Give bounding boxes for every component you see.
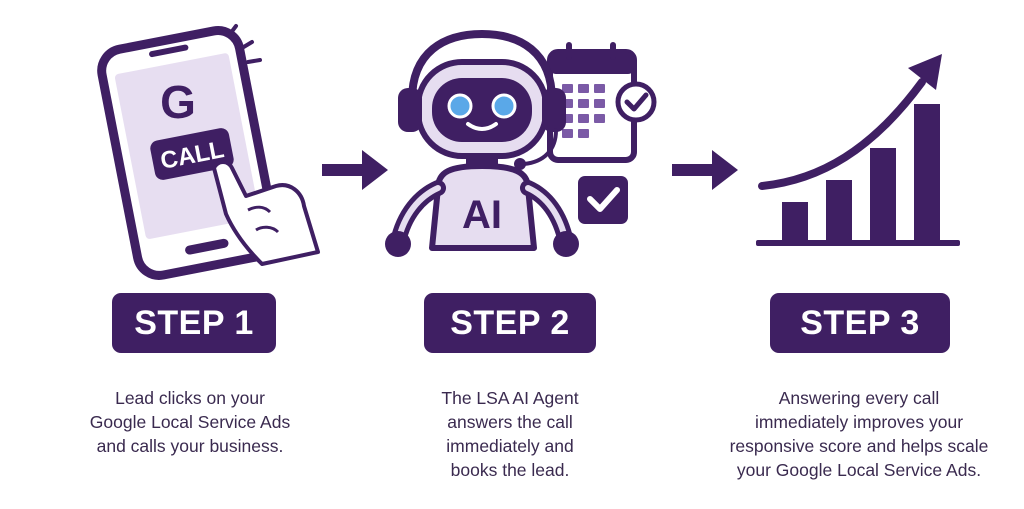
- description-line: Google Local Service Ads: [89, 412, 291, 432]
- step-1-description: Lead clicks on your Google Local Service…: [70, 386, 310, 458]
- call-signal-lines: [228, 24, 262, 64]
- trend-arrow-icon: [758, 54, 942, 190]
- description-line: your Google Local Service Ads.: [736, 460, 982, 480]
- description-line: Lead clicks on your: [115, 388, 265, 408]
- hand-icon: [212, 160, 320, 266]
- description-line: answers the call: [447, 412, 573, 432]
- checkbox-icon: [578, 176, 628, 224]
- description-line: responsive score and helps scale: [729, 436, 989, 456]
- step-2-description: The LSA AI Agent answers the call immedi…: [400, 386, 620, 482]
- description-line: immediately improves your: [754, 412, 964, 432]
- robot-icon: AI: [385, 59, 579, 257]
- description-line: The LSA AI Agent: [441, 388, 579, 408]
- description-line: Answering every call: [778, 388, 940, 408]
- google-g-icon: G: [160, 76, 196, 128]
- svg-text:AI: AI: [462, 193, 502, 237]
- step-3-description: Answering every call immediately improve…: [700, 386, 1018, 482]
- checkmark-icon: [615, 81, 657, 123]
- step-2-badge: STEP 2: [424, 293, 596, 353]
- step-3-badge: STEP 3: [770, 293, 950, 353]
- arrow-right-icon: [322, 150, 388, 190]
- illustration-row: G CALL: [97, 24, 960, 280]
- description-line: immediately and: [446, 436, 574, 456]
- bar-chart-icon: [756, 104, 960, 246]
- description-line: books the lead.: [450, 460, 570, 480]
- headset-icon: [398, 29, 566, 170]
- arrow-right-icon: [672, 150, 738, 190]
- description-line: and calls your business.: [96, 436, 284, 456]
- step-1-badge: STEP 1: [112, 293, 276, 353]
- svg-text:G: G: [160, 76, 196, 128]
